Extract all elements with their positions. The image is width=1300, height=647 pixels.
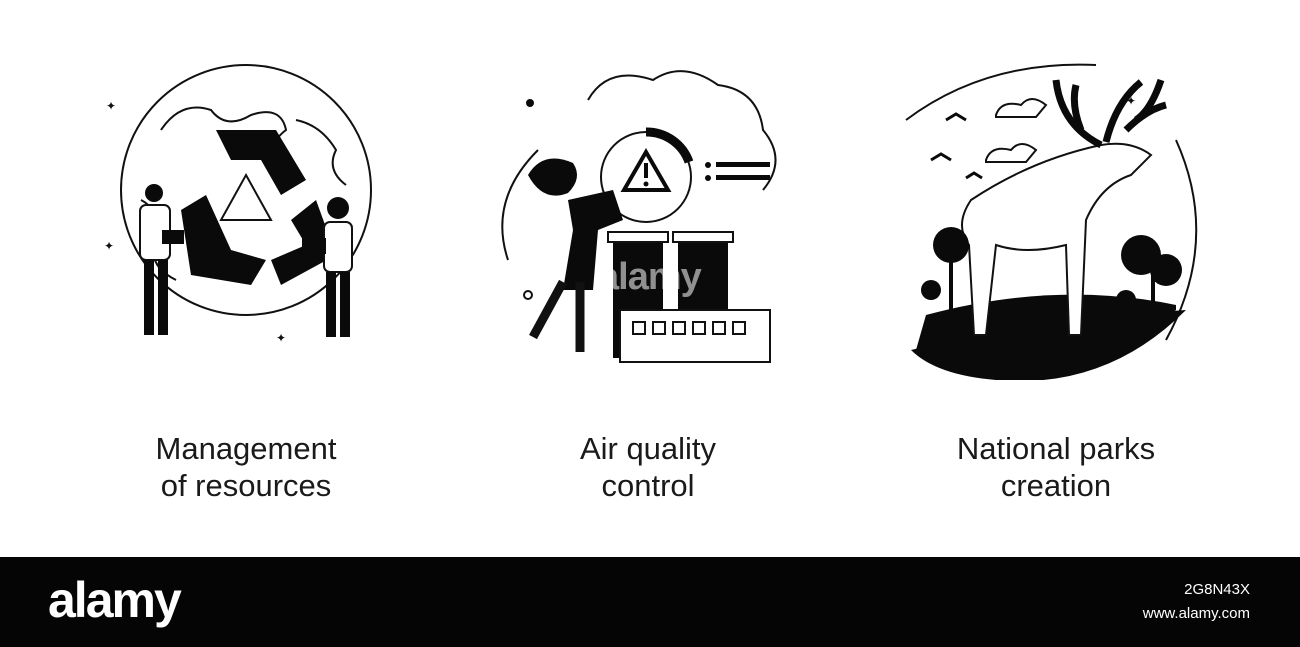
recycle-globe-illustration: ✦ ✦ ✦: [104, 64, 372, 345]
caption-line-1: Air quality: [579, 431, 717, 466]
svg-text:✦: ✦: [104, 239, 114, 253]
caption-line-2: creation: [1000, 468, 1112, 503]
svg-text:✦: ✦: [276, 331, 286, 345]
panel-management-of-resources: ✦ ✦ ✦ Management of resources: [66, 60, 426, 520]
svg-text:✦: ✦: [1126, 94, 1136, 108]
caption-line-1: Management: [155, 431, 337, 466]
svg-text:✦: ✦: [106, 99, 116, 113]
alamy-logo: alamy: [48, 572, 182, 628]
image-id: 2G8N43X: [1184, 581, 1250, 598]
deer-park-illustration: ✦: [905, 63, 1198, 380]
caption-line-2: control: [601, 468, 695, 503]
caption-line-2: of resources: [160, 468, 332, 503]
caption-management-of-resources: Management of resources: [66, 430, 426, 504]
caption-line-1: National parks: [956, 431, 1156, 466]
panel-air-quality-control: Air quality control: [468, 60, 828, 520]
site-url: www.alamy.com: [1142, 605, 1250, 622]
caption-air-quality-control: Air quality control: [468, 430, 828, 504]
illustration-stage: ✦ ✦ ✦ Management of resources: [66, 60, 1236, 520]
caption-national-parks-creation: National parks creation: [876, 430, 1236, 504]
watermark: alamy: [598, 256, 702, 298]
footer-bar: alamy 2G8N43X www.alamy.com: [0, 557, 1300, 647]
factory-warning-illustration: [501, 70, 777, 363]
panel-national-parks-creation: ✦ National parks creation: [876, 60, 1236, 520]
